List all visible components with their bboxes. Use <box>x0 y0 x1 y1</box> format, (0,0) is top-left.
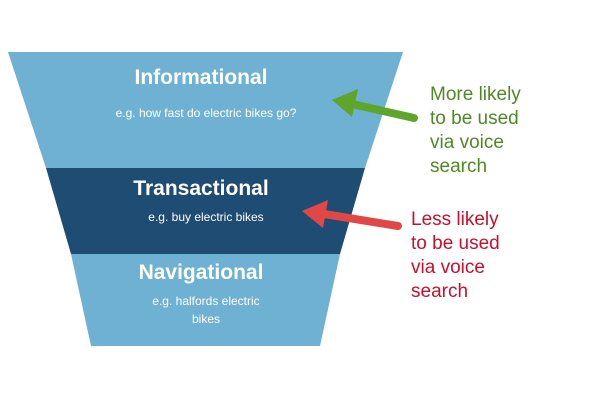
red-arrow-icon <box>302 200 402 230</box>
callout-less-likely-line-2: to be used <box>411 233 500 254</box>
callout-less-likely: Less likely to be used via voice search <box>411 209 500 302</box>
funnel-tier-navigational <box>71 254 340 346</box>
green-arrow-icon <box>332 89 418 122</box>
callout-more-likely-line-1: More likely <box>430 84 521 105</box>
callout-more-likely-line-2: to be used <box>430 108 519 129</box>
tier-title-navigational: Navigational <box>139 261 264 284</box>
tier-example-transactional: e.g. buy electric bikes <box>148 210 263 224</box>
tier-example-informational: e.g. how fast do electric bikes go? <box>116 106 297 120</box>
funnel-tier-informational <box>8 52 403 168</box>
funnel-tier-transactional <box>46 168 365 254</box>
callout-more-likely-line-4: search <box>430 156 487 177</box>
callout-more-likely: More likely to be used via voice search <box>430 84 521 177</box>
callout-less-likely-line-3: via voice <box>411 257 485 278</box>
callout-less-likely-line-1: Less likely <box>411 209 499 230</box>
tier-example-navigational-line-1: e.g. halfords electric <box>152 294 259 308</box>
callout-less-likely-line-4: search <box>411 281 468 302</box>
tier-title-informational: Informational <box>134 66 267 89</box>
tier-title-transactional: Transactional <box>133 177 268 200</box>
tier-example-navigational-line-2: bikes <box>192 312 220 326</box>
callout-more-likely-line-3: via voice <box>430 132 504 153</box>
